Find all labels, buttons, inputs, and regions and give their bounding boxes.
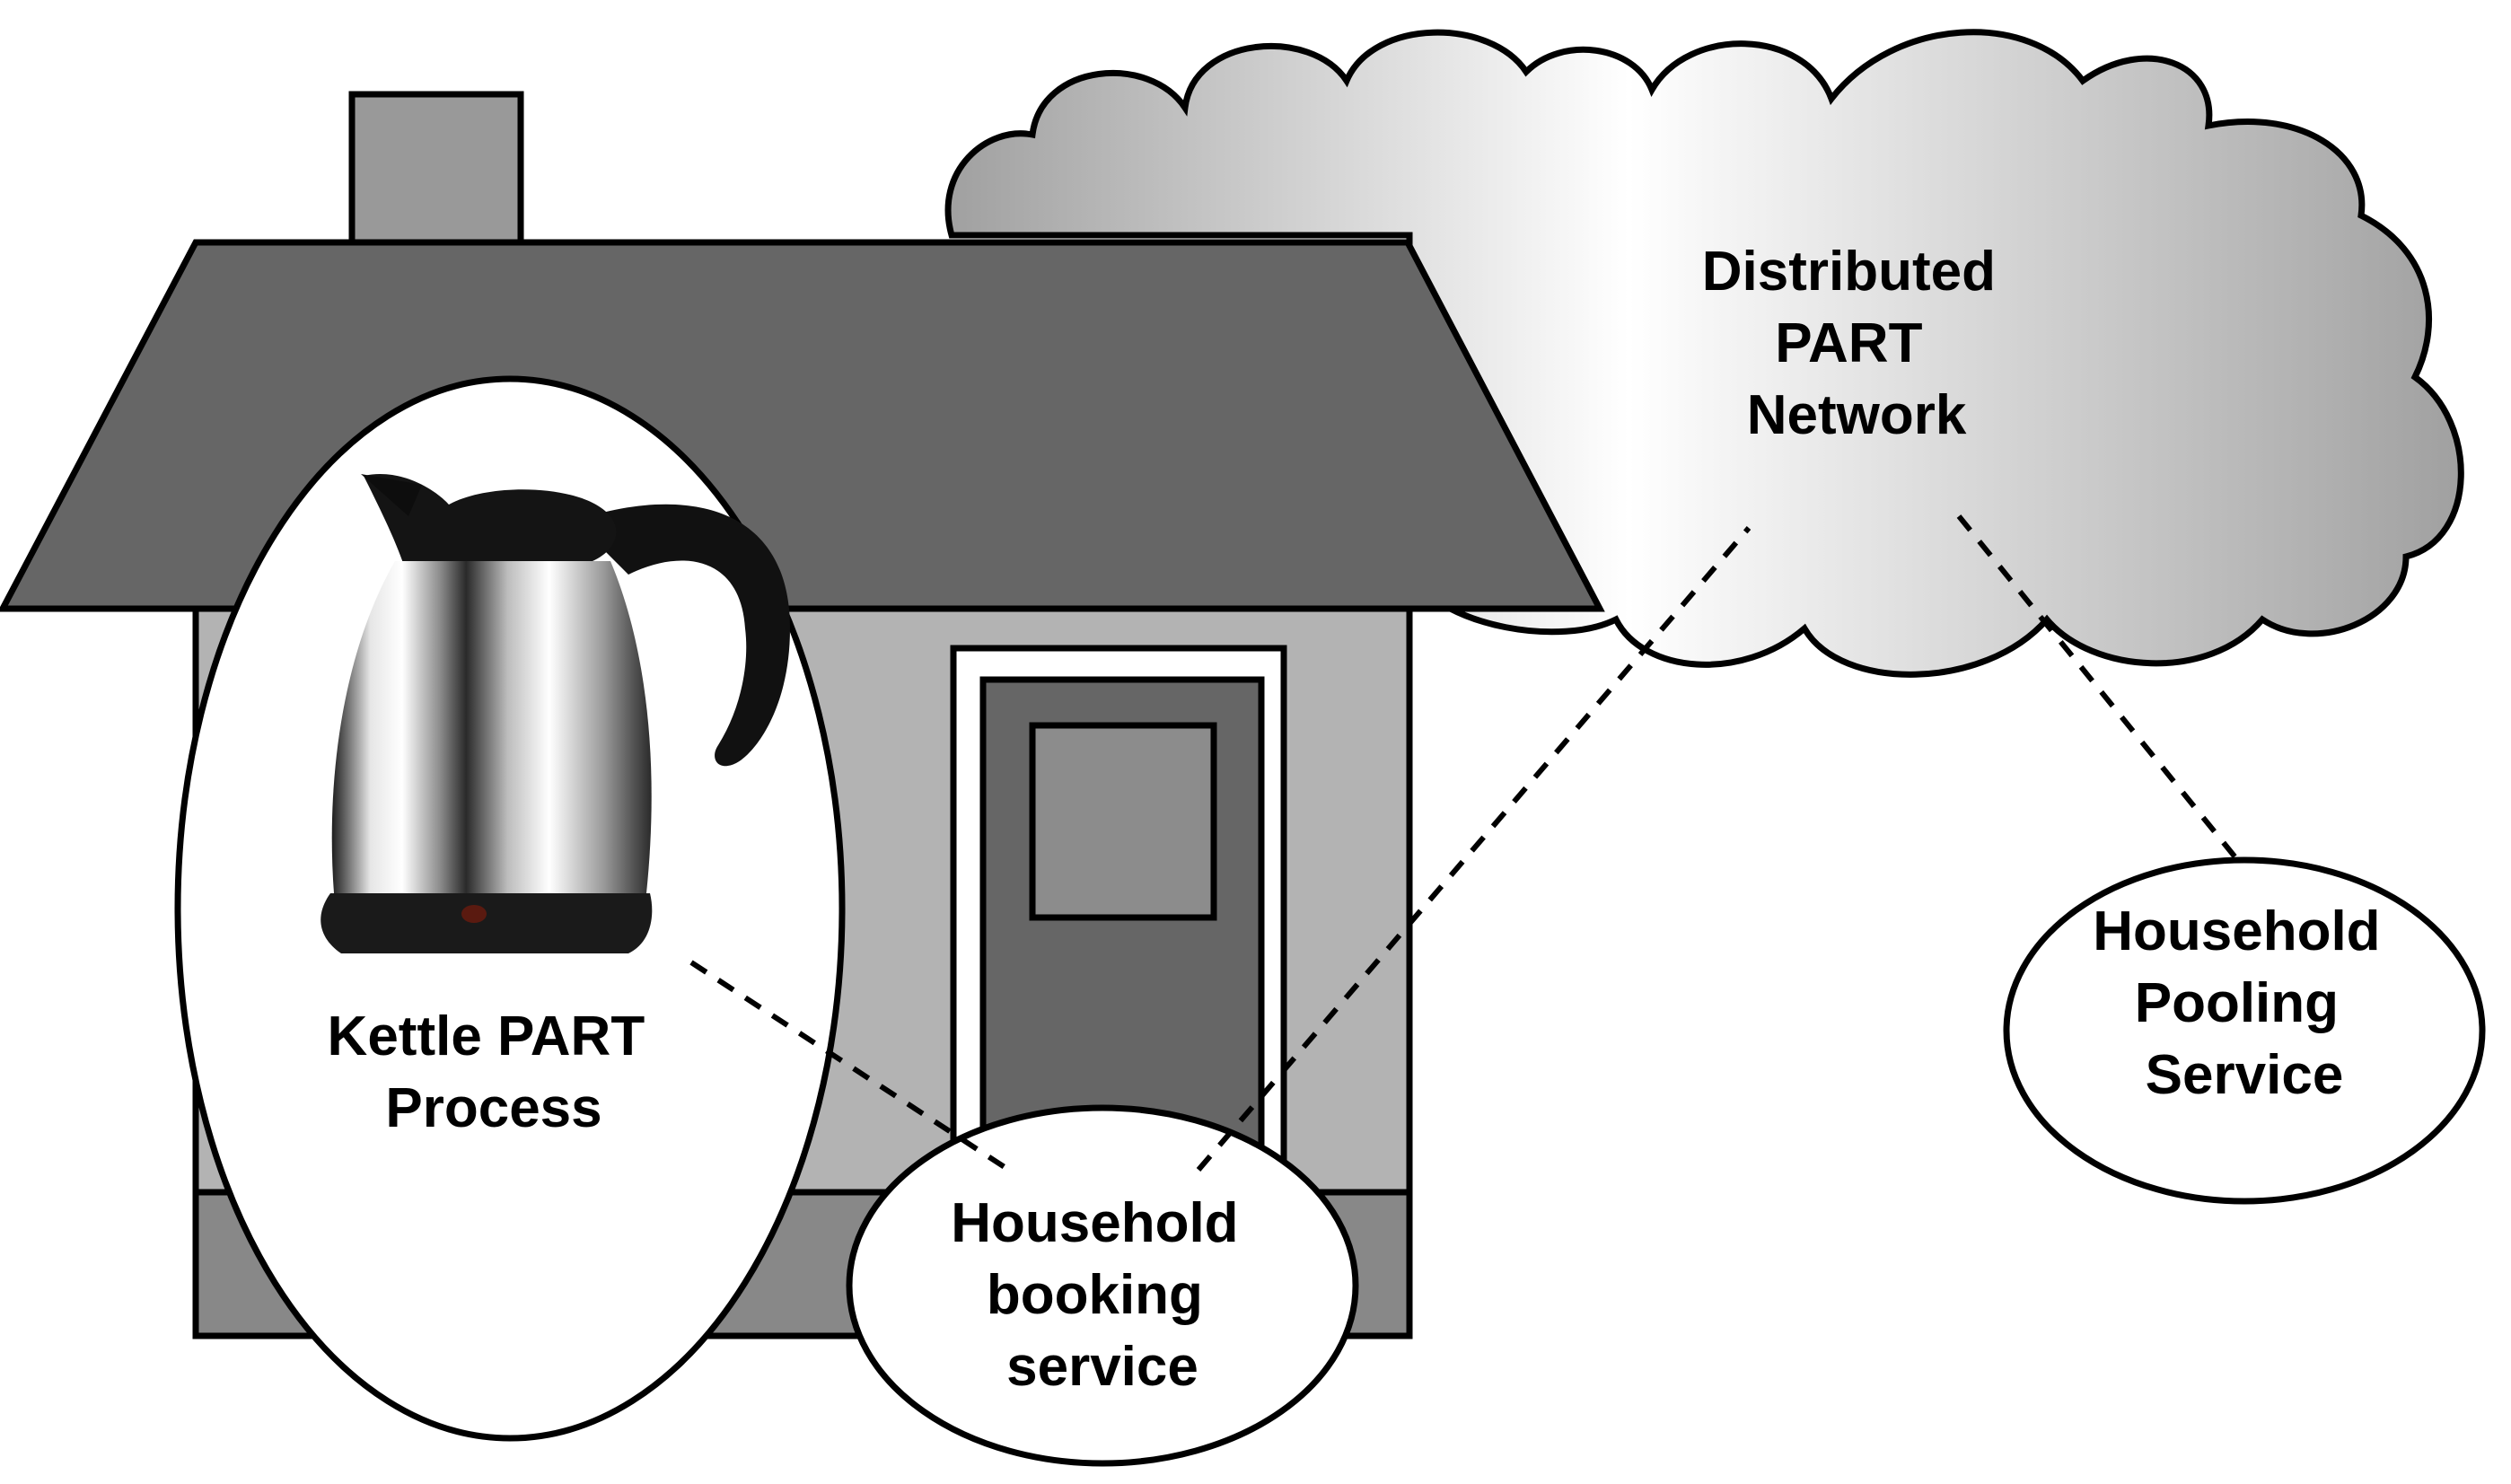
booking-label: Household booking service — [951, 1192, 1254, 1398]
booking-label-line-2: booking — [987, 1264, 1203, 1326]
cloud-label: Distributed PART Network — [1702, 241, 2011, 446]
kettle-icon — [320, 473, 790, 953]
kettle-label-line-2: Process — [385, 1077, 601, 1139]
pooling-service-node — [2003, 856, 2486, 1205]
kettle-label: Kettle PART Process — [328, 1005, 661, 1139]
booking-to-network-link — [1196, 526, 1752, 1172]
house-roof — [0, 239, 1605, 612]
cloud-label-line-1: Distributed — [1702, 241, 1996, 303]
booking-label-line-3: service — [1006, 1336, 1198, 1398]
pooling-label-line-2: Pooling — [2135, 972, 2339, 1034]
kettle-label-line-1: Kettle PART — [328, 1005, 645, 1067]
cloud-shape — [944, 29, 2464, 678]
cloud-label-line-3: Network — [1747, 384, 1967, 446]
pooling-label-line-1: Household — [2093, 900, 2380, 962]
booking-label-line-1: Household — [951, 1192, 1238, 1254]
pooling-label-line-3: Service — [2146, 1044, 2344, 1106]
booking-service-node — [846, 1104, 1359, 1467]
network-to-pooling-link — [1956, 514, 2238, 859]
pooling-label: Household Pooling Service — [2093, 900, 2396, 1106]
cloud-label-line-2: PART — [1775, 312, 1922, 374]
door-window — [1029, 722, 1217, 921]
